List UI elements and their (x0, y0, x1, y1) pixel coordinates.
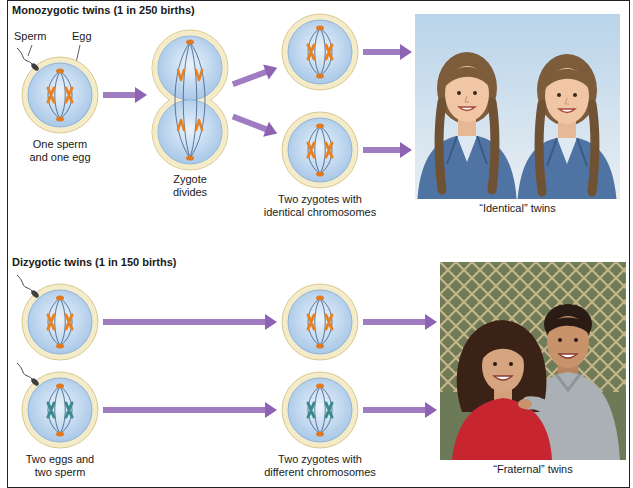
dividing-zygote: Zygote divides (150, 30, 230, 170)
process-arrow (103, 319, 266, 325)
caption: Two zygotes with different chromosomes (260, 453, 381, 479)
cell-illustration (17, 363, 40, 387)
section-heading: Monozygotic twins (1 in 250 births) (12, 4, 195, 17)
cell-illustration (152, 30, 228, 170)
arrow-head (135, 87, 147, 103)
process-arrow (363, 49, 401, 55)
caption: “Fraternal” twins (440, 463, 626, 476)
section-heading: Dizygotic twins (1 in 150 births) (12, 256, 176, 269)
arrow-head (263, 122, 277, 137)
arrow-shaft (233, 116, 267, 129)
arrow-head (425, 402, 437, 418)
part-label: Sperm (14, 30, 46, 43)
cell-illustration (20, 55, 100, 135)
photo-illustration (440, 262, 626, 460)
cell-illustration (17, 48, 40, 72)
egg-cell: Two eggs and two sperm (20, 370, 100, 450)
caption: “Identical” twins (415, 202, 620, 215)
zygote-cell (282, 284, 358, 360)
process-arrow (265, 314, 277, 330)
photo-illustration (415, 14, 620, 208)
caption: One sperm and one egg (25, 138, 95, 164)
zygote-cell: Two zygotes with identical chromosomes (280, 110, 360, 190)
photo-illustration (415, 14, 620, 199)
arrow-shaft (363, 407, 426, 413)
cell-illustration (150, 30, 230, 170)
frame (8, 1, 630, 488)
arrow-shaft (103, 92, 136, 98)
process-arrow (425, 314, 437, 330)
caption: Two eggs and two sperm (19, 453, 101, 479)
zygote-cell: Two zygotes with different chromosomes (280, 370, 360, 450)
egg-cell (17, 275, 40, 299)
arrow-shaft (363, 147, 401, 153)
photo-illustration (440, 262, 626, 460)
process-arrow (400, 44, 412, 60)
caption: Two zygotes with identical chromosomes (260, 193, 381, 219)
egg-cell: One sperm and one egg (20, 55, 100, 135)
arrow-shaft (103, 407, 266, 413)
process-arrow (233, 65, 277, 85)
cell-illustration (280, 110, 360, 190)
process-arrow (103, 314, 277, 330)
zygote-cell (282, 14, 358, 90)
arrow-head (265, 402, 277, 418)
process-arrow (363, 314, 437, 330)
process-arrow (263, 65, 277, 80)
cell-illustration (282, 112, 358, 188)
cell-illustration (20, 370, 100, 450)
leader-line (28, 45, 32, 56)
caption: Zygote divides (160, 173, 220, 199)
cell-illustration (280, 370, 360, 450)
process-arrow (233, 116, 277, 136)
twins-photo: “Fraternal” twins (440, 262, 626, 460)
zygote-cell (282, 284, 358, 360)
process-arrow (363, 142, 412, 158)
process-arrow (103, 87, 147, 103)
twins-photo: “Identical” twins (415, 14, 620, 199)
process-arrow (103, 402, 277, 418)
egg-cell (17, 275, 98, 360)
process-arrow (363, 319, 426, 325)
zygote-cell (282, 14, 358, 90)
part-label: Egg (72, 30, 92, 43)
process-arrow (233, 72, 267, 84)
process-arrow (363, 44, 412, 60)
arrow-head (400, 142, 412, 158)
cell-illustration (282, 372, 358, 448)
process-arrow (363, 402, 437, 418)
